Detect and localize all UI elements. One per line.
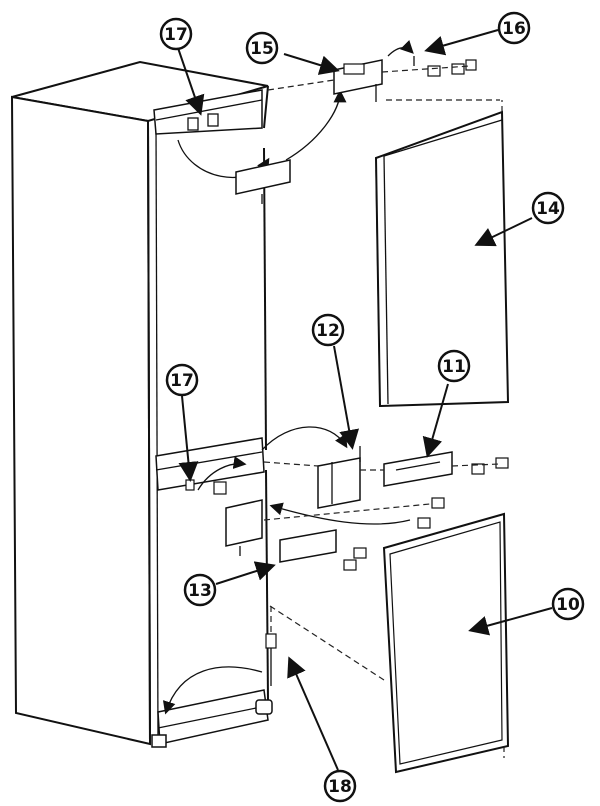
bottom-hinge-assembly <box>162 606 277 715</box>
callout-12-label: 12 <box>316 321 340 341</box>
callout-14-label: 14 <box>536 199 560 219</box>
callout-12: 12 <box>311 313 345 347</box>
callout-15-label: 15 <box>250 39 274 59</box>
callout-14: 14 <box>531 191 565 225</box>
callout-11: 11 <box>437 349 471 383</box>
callout-13: 13 <box>183 573 217 607</box>
middle-hinge-assembly <box>185 426 509 571</box>
callout-10: 10 <box>551 587 585 621</box>
leader-arrows <box>177 29 553 771</box>
upper-door <box>374 100 510 408</box>
callout-10-label: 10 <box>556 595 580 615</box>
callout-17-top-label: 17 <box>164 25 188 45</box>
callout-11-label: 11 <box>442 357 466 377</box>
callout-13-label: 13 <box>188 581 212 601</box>
callout-17-middle: 17 <box>165 363 199 397</box>
callout-18-label: 18 <box>328 777 352 797</box>
top-hinge-assembly <box>177 40 500 204</box>
callout-17-top: 17 <box>159 17 193 51</box>
callout-15: 15 <box>245 31 279 65</box>
lower-door <box>269 512 510 774</box>
callout-16-label: 16 <box>502 19 526 39</box>
callout-16: 16 <box>497 11 531 45</box>
callout-18: 18 <box>323 769 357 803</box>
refrigerator-cabinet <box>10 60 273 748</box>
callout-17-middle-label: 17 <box>170 371 194 391</box>
